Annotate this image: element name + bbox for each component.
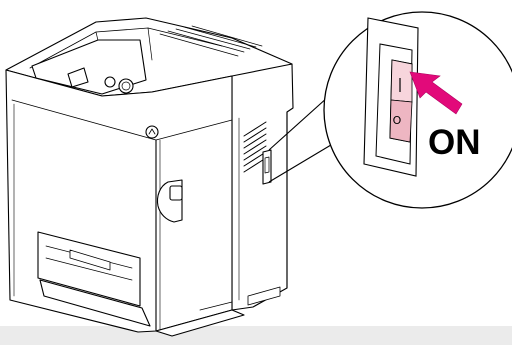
power-switch-icon: O (390, 60, 412, 142)
control-button-2 (119, 79, 133, 93)
printer-side-panel (232, 64, 293, 310)
printer-icon (6, 18, 293, 336)
door-latch (146, 126, 158, 138)
control-button-1 (105, 77, 115, 87)
on-label: ON (428, 123, 481, 162)
switch-off-symbol: O (393, 114, 402, 127)
footer-band (0, 326, 512, 345)
magnifier-callout-icon: O ON (324, 12, 512, 208)
